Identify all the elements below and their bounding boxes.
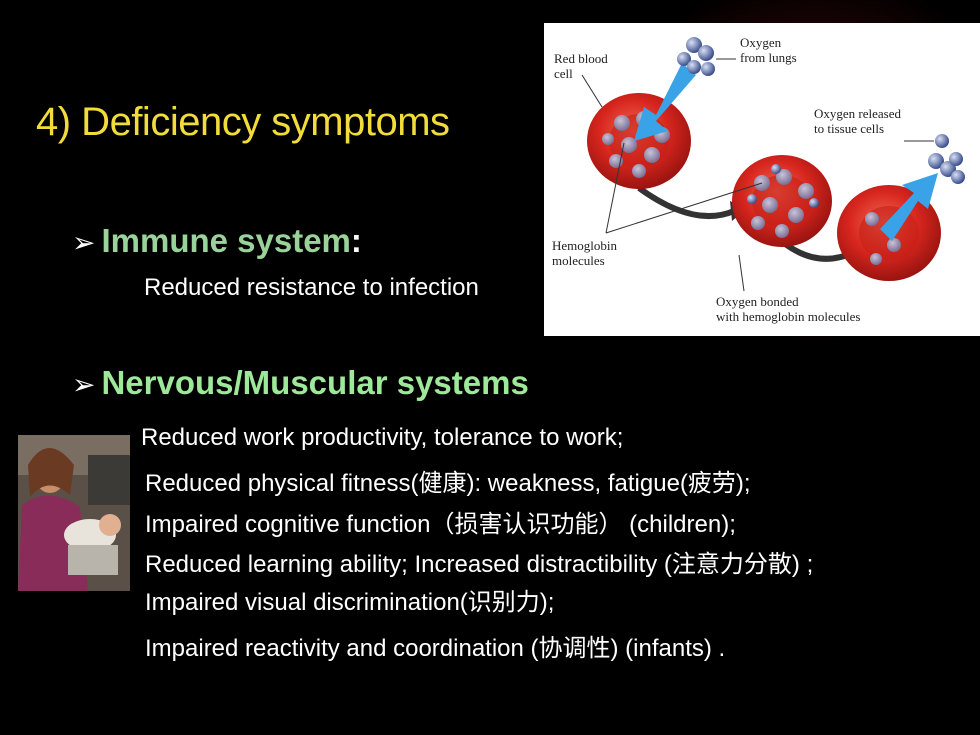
symptom-line: Reduced work productivity, tolerance to …	[141, 424, 624, 451]
svg-text:from lungs: from lungs	[740, 50, 797, 65]
label-oxygen-bonded: Oxygen bonded	[716, 294, 799, 309]
red-blood-cell-2	[732, 155, 832, 247]
immune-heading-text: Immune system	[101, 222, 351, 259]
oxygen-in-arrow	[634, 63, 696, 141]
slide-title: 4) Deficiency symptoms	[36, 100, 450, 144]
svg-text:cell: cell	[554, 66, 573, 81]
svg-text:with hemoglobin molecules: with hemoglobin molecules	[716, 309, 860, 324]
symptom-line: Impaired reactivity and coordination (协调…	[145, 635, 726, 662]
hemoglobin-diagram: Red blood cell Oxygen from lungs Oxygen …	[544, 23, 980, 336]
symptom-line: Reduced learning ability; Increased dist…	[145, 551, 814, 578]
svg-text:to tissue cells: to tissue cells	[814, 121, 884, 136]
svg-text:molecules: molecules	[552, 253, 605, 268]
mother-infant-photo	[18, 435, 130, 591]
red-blood-cell-1	[587, 93, 691, 189]
immune-system-heading: ➢Immune system:	[72, 222, 362, 260]
label-red-blood-cell: Red blood	[554, 51, 608, 66]
immune-description: Reduced resistance to infection	[144, 274, 479, 301]
nervous-heading-text: Nervous/Muscular systems	[101, 364, 529, 401]
arrow-bullet-icon: ➢	[72, 369, 96, 400]
symptom-line: Reduced physical fitness(健康): weakness, …	[145, 470, 751, 497]
label-hemoglobin: Hemoglobin	[552, 238, 617, 253]
oxygen-molecules-released	[928, 134, 965, 184]
immune-heading-colon: :	[350, 222, 362, 259]
transport-arrow	[637, 185, 736, 220]
label-oxygen-from-lungs: Oxygen	[740, 35, 782, 50]
symptom-line: Impaired visual discrimination(识别力);	[145, 589, 555, 616]
nervous-muscular-heading: ➢Nervous/Muscular systems	[72, 364, 529, 402]
symptom-line: Impaired cognitive function（损害认识功能） (chi…	[145, 511, 736, 538]
label-oxygen-released: Oxygen released	[814, 106, 901, 121]
oxygen-molecules-lungs	[677, 37, 715, 76]
arrow-bullet-icon: ➢	[72, 227, 96, 258]
oxygen-out-arrow	[880, 173, 938, 241]
